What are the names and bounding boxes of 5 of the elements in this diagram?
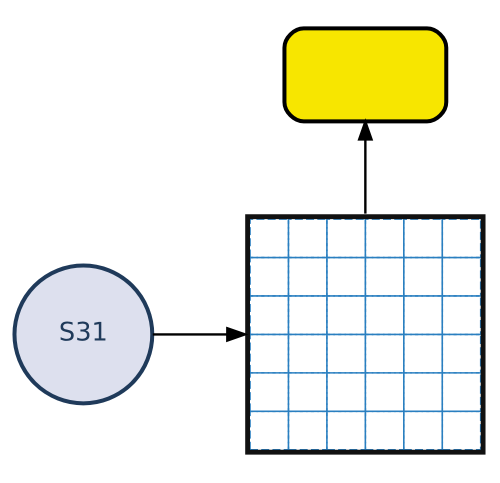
arrow: [358, 118, 374, 214]
arrow: [152, 326, 249, 342]
node-box: [282, 26, 448, 124]
node-picture: [245, 214, 486, 455]
node-circle: S31: [12, 264, 154, 406]
